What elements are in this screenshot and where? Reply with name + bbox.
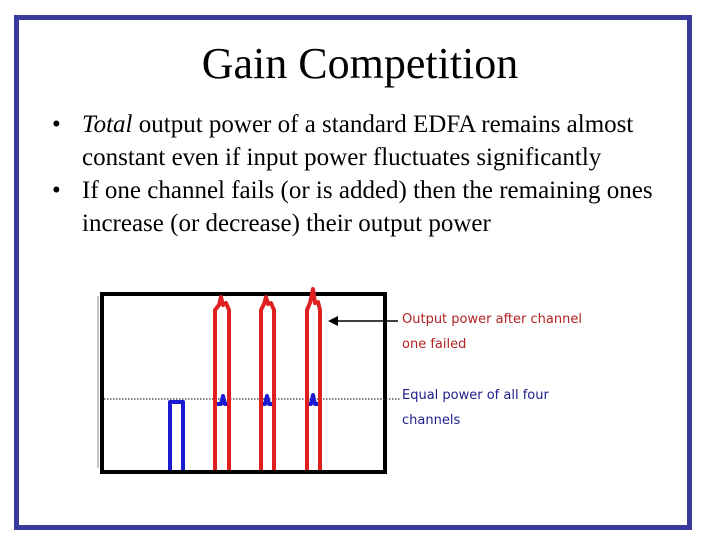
red-channel-peak bbox=[305, 287, 322, 470]
red-channel-peak bbox=[213, 295, 231, 470]
bullet-dot: • bbox=[52, 177, 61, 204]
slide-border bbox=[14, 15, 692, 530]
equal-power-traces bbox=[168, 393, 322, 470]
after-failure-traces bbox=[213, 287, 322, 470]
bullet-text: If one channel fails (or is added) then … bbox=[82, 177, 653, 237]
bullet-item: • If one channel fails (or is added) the… bbox=[52, 174, 682, 240]
bullet-emphasis: Total bbox=[82, 111, 133, 138]
blue-channel-peak bbox=[168, 400, 185, 470]
red-channel-peak bbox=[259, 295, 276, 470]
blue-channel-peak bbox=[213, 394, 231, 470]
equal-power-annotation: Equal power of all four channels bbox=[402, 388, 549, 428]
bullet-dot: • bbox=[52, 111, 61, 138]
arrowhead-icon bbox=[328, 316, 338, 326]
bullet-text: output power of a standard EDFA remains … bbox=[82, 111, 634, 171]
bullet-item: • Total output power of a standard EDFA … bbox=[52, 108, 682, 174]
slide-title: Gain Competition bbox=[201, 39, 519, 88]
after-failure-annotation: Output power after channel one failed bbox=[402, 312, 582, 352]
spectrum-frame bbox=[100, 292, 387, 474]
bullet-list: • Total output power of a standard EDFA … bbox=[52, 108, 682, 240]
